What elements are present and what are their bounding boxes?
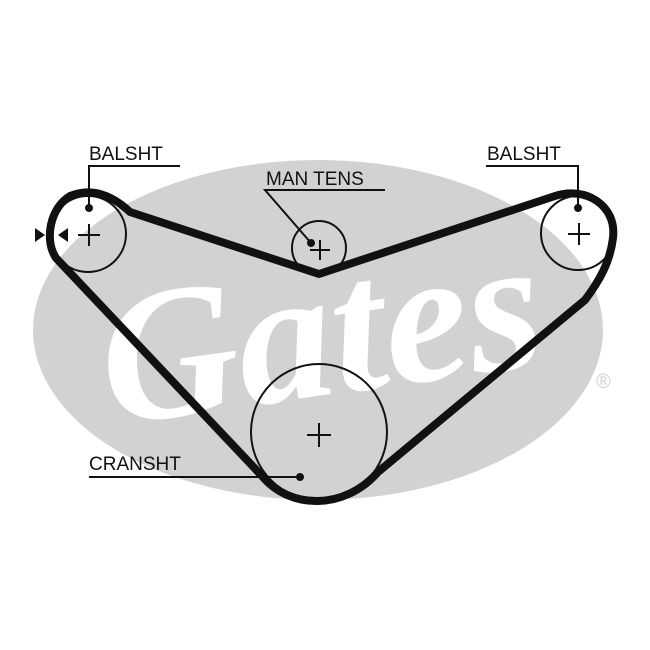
timing-mark-arrows — [35, 228, 68, 242]
leader-lines — [85, 165, 582, 481]
label-balshaft-left: BALSHT — [89, 144, 163, 165]
label-tensioner: MAN TENS — [266, 169, 364, 190]
leader-tensioner — [262, 189, 385, 244]
watermark-oval — [33, 160, 603, 500]
center-cross-balshaft-right — [568, 223, 590, 245]
leader-balshaft-right — [486, 165, 579, 208]
timing-arrow-outer — [35, 228, 45, 242]
center-marks — [78, 223, 590, 447]
center-cross-tensioner — [310, 240, 330, 260]
registered-mark: ® — [596, 371, 611, 393]
gates-watermark-logo: Gates ® — [33, 160, 611, 500]
center-cross-crankshaft — [307, 423, 331, 447]
timing-arrow-inner — [58, 228, 68, 242]
leader-balshaft-left — [88, 165, 180, 208]
label-crankshaft: CRANSHT — [89, 454, 181, 475]
timing-belt — [45, 188, 618, 505]
label-balshaft-right: BALSHT — [487, 144, 561, 165]
center-cross-balshaft-left — [78, 224, 100, 246]
